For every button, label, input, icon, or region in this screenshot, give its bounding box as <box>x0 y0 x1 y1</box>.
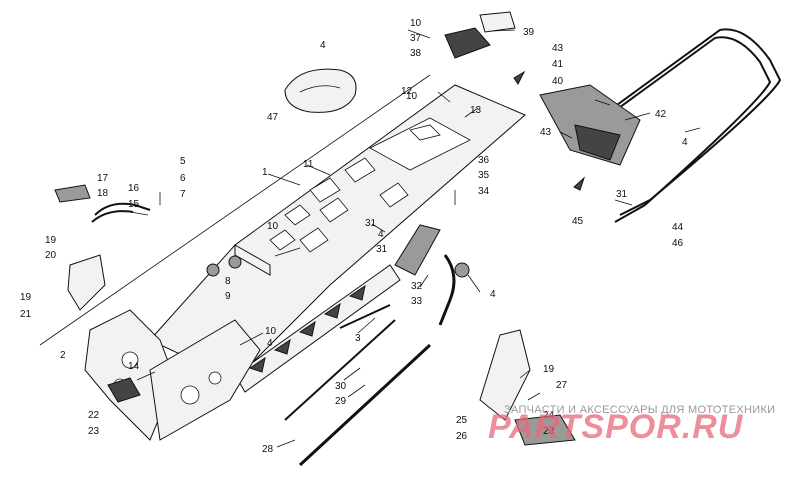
callout-4: 4 <box>320 40 326 51</box>
callout-23: 23 <box>88 426 100 437</box>
callout-40: 40 <box>552 76 564 87</box>
watermark-logo: PARTSPOR.RU <box>488 408 744 446</box>
callout-10: 10 <box>265 326 277 337</box>
callout-31: 31 <box>365 218 377 229</box>
callout-labels: 1 2 3 4 4 4 4 4 5 6 7 8 9 10 10 10 10 11… <box>20 18 688 455</box>
callout-39: 39 <box>523 27 535 38</box>
callout-16: 16 <box>128 183 140 194</box>
direction-arrow <box>513 70 526 85</box>
callout-23: 23 <box>543 426 555 437</box>
seat-bracket <box>444 11 516 59</box>
callout-47: 47 <box>267 112 279 123</box>
callout-13: 13 <box>470 105 482 116</box>
rear-flap <box>539 84 641 166</box>
callout-45: 45 <box>572 216 584 227</box>
callout-4: 4 <box>378 229 384 240</box>
watermark-tagline: ЗАПЧАСТИ И АКСЕССУАРЫ ДЛЯ МОТОТЕХНИКИ <box>504 404 776 416</box>
callout-19: 19 <box>20 292 32 303</box>
footrest-bracket-right <box>479 329 576 446</box>
callout-21: 21 <box>20 309 32 320</box>
support-bracket <box>394 224 441 276</box>
callout-44: 44 <box>672 222 684 233</box>
callout-3: 3 <box>355 333 361 344</box>
callout-6: 6 <box>180 173 186 184</box>
callout-9: 9 <box>225 291 231 302</box>
callout-34: 34 <box>478 186 490 197</box>
side-rail <box>234 264 401 393</box>
callout-15: 15 <box>128 199 140 210</box>
callout-10: 10 <box>410 18 422 29</box>
callout-37: 37 <box>410 33 422 44</box>
callout-19: 19 <box>543 364 555 375</box>
callout-35: 35 <box>478 170 490 181</box>
callout-8: 8 <box>225 276 231 287</box>
frame-reference-line <box>39 74 431 346</box>
callout-43: 43 <box>552 43 564 54</box>
callout-18: 18 <box>97 188 109 199</box>
callout-42: 42 <box>655 109 667 120</box>
callout-12: 12 <box>401 86 413 97</box>
callout-33: 33 <box>411 296 423 307</box>
callout-32: 32 <box>411 281 423 292</box>
callout-22: 22 <box>88 410 100 421</box>
leader-lines <box>129 29 701 448</box>
tunnel-rods <box>284 304 432 467</box>
callout-31: 31 <box>616 189 628 200</box>
seat-cushion <box>284 68 357 113</box>
callout-4: 4 <box>682 137 688 148</box>
callout-2: 2 <box>60 350 66 361</box>
rear-bumper-bar <box>604 28 782 223</box>
callout-4: 4 <box>490 289 496 300</box>
callout-11: 11 <box>303 159 314 170</box>
mount-bracket <box>107 377 141 403</box>
callout-24: 24 <box>543 410 555 421</box>
callout-4: 4 <box>267 338 273 349</box>
callout-36: 36 <box>478 155 490 166</box>
callout-19: 19 <box>45 235 57 246</box>
hardware-nuts <box>206 255 470 278</box>
callout-46: 46 <box>672 238 684 249</box>
tunnel-frame <box>149 84 526 381</box>
direction-arrow <box>573 176 586 191</box>
callout-5: 5 <box>180 156 186 167</box>
footrest-pad <box>54 184 91 203</box>
callout-7: 7 <box>180 189 186 200</box>
callout-25: 25 <box>456 415 468 426</box>
callout-30: 30 <box>335 381 347 392</box>
callout-29: 29 <box>335 396 347 407</box>
tether-strap <box>438 254 456 326</box>
callout-20: 20 <box>45 250 57 261</box>
callout-1: 1 <box>262 167 268 178</box>
callout-28: 28 <box>262 444 274 455</box>
callout-10: 10 <box>406 91 418 102</box>
callout-38: 38 <box>410 48 422 59</box>
callout-10: 10 <box>267 221 279 232</box>
footrest-bracket-left <box>67 202 151 311</box>
lower-side-plate <box>149 319 261 441</box>
callout-17: 17 <box>97 173 109 184</box>
callout-41: 41 <box>552 59 564 70</box>
callout-43: 43 <box>540 127 552 138</box>
callout-31: 31 <box>376 244 388 255</box>
callout-26: 26 <box>456 431 468 442</box>
callout-14: 14 <box>128 361 140 372</box>
callout-27: 27 <box>556 380 568 391</box>
